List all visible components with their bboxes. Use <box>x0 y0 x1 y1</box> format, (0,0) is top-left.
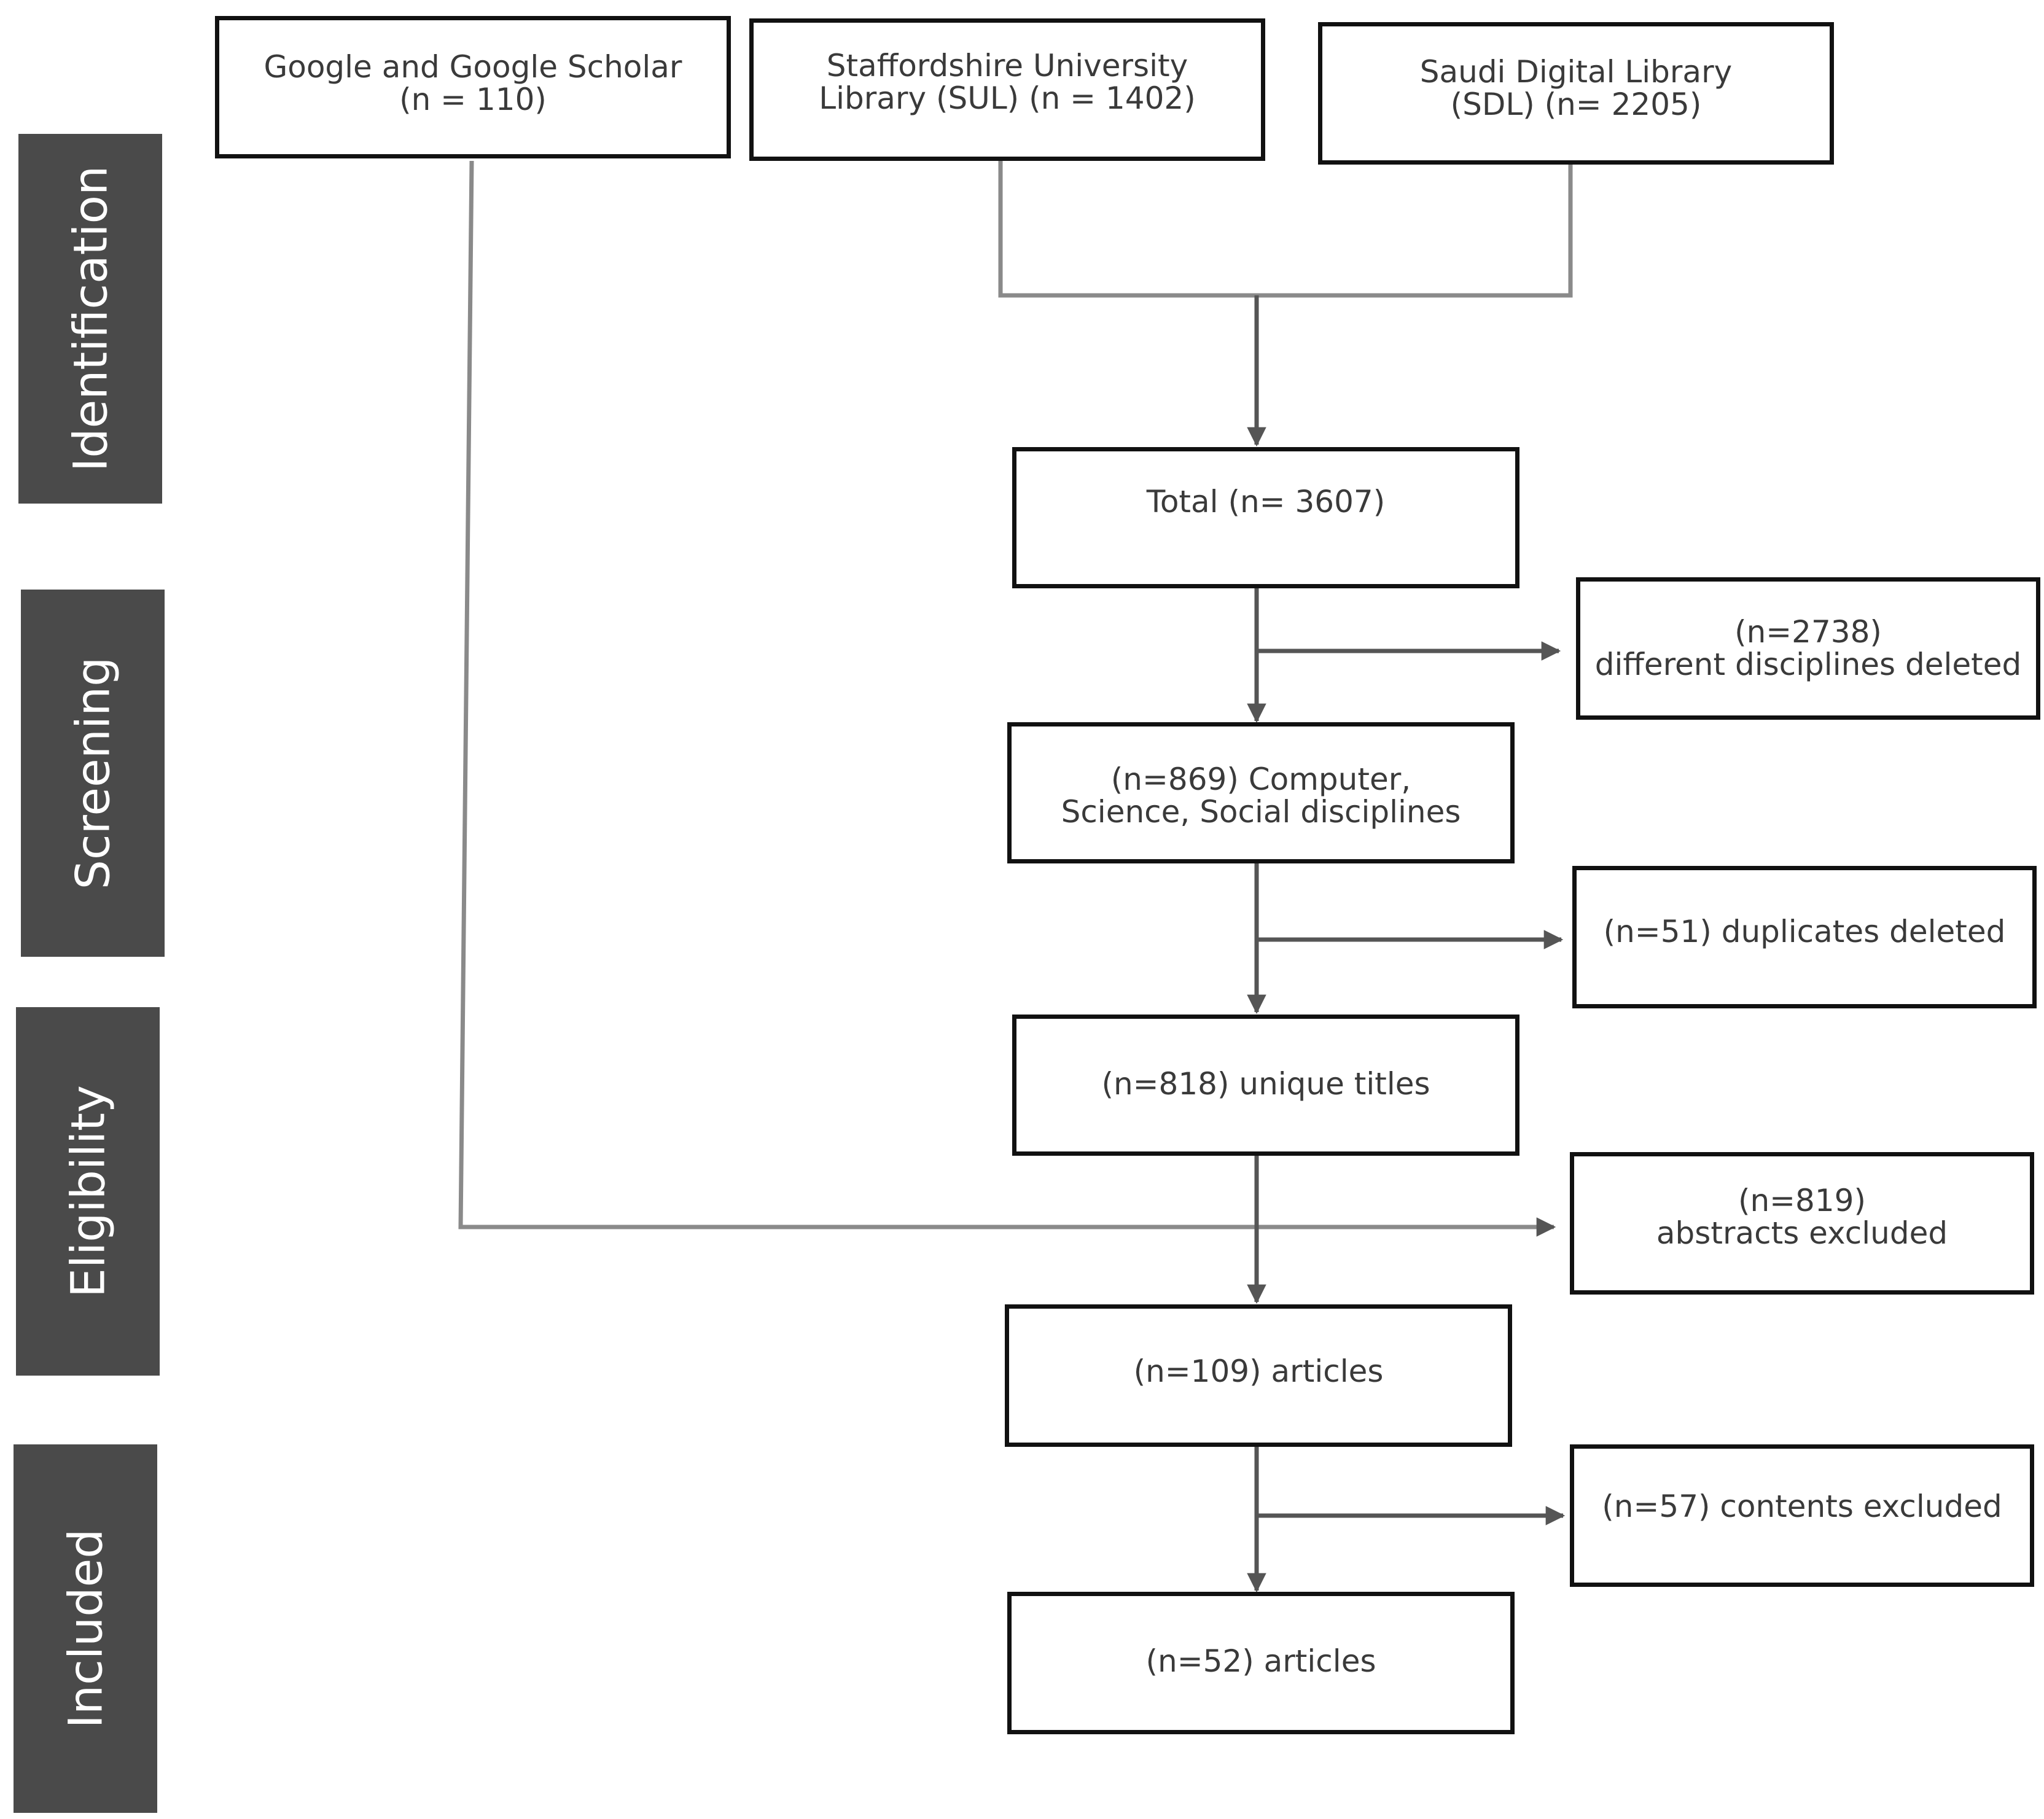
source-google-box: Google and Google Scholar (n = 110) <box>215 16 731 158</box>
source-sdl-text: Saudi Digital Library (SDL) (n= 2205) <box>1419 54 1733 122</box>
different-disciplines-text: (n=2738) different disciplines deleted <box>1594 614 2022 682</box>
total-text: Total (n= 3607) <box>1146 484 1386 520</box>
unique-titles-text: (n=818) unique titles <box>1101 1066 1430 1102</box>
stage-identification: Identification <box>18 134 162 504</box>
source-google-text: Google and Google Scholar (n = 110) <box>263 49 682 117</box>
stage-identification-label: Identification <box>63 165 118 472</box>
stage-screening-label: Screening <box>65 656 120 890</box>
articles-52-box: (n=52) articles <box>1007 1592 1515 1734</box>
articles-109-text: (n=109) articles <box>1133 1354 1384 1389</box>
stage-eligibility: Eligibility <box>16 1007 160 1376</box>
articles-109-box: (n=109) articles <box>1005 1304 1512 1447</box>
different-disciplines-box: (n=2738) different disciplines deleted <box>1576 577 2040 720</box>
google-to-excluded-connector <box>458 160 1556 1237</box>
stage-included: Included <box>14 1444 157 1813</box>
contents-excluded-box: (n=57) contents excluded <box>1570 1444 2034 1587</box>
stage-eligibility-label: Eligibility <box>60 1085 115 1298</box>
abstracts-excluded-text: (n=819) abstracts excluded <box>1656 1183 1948 1251</box>
stage-included-label: Included <box>58 1529 113 1729</box>
disciplines-text: (n=869) Computer, Science, Social discip… <box>1061 761 1461 830</box>
duplicates-text: (n=51) duplicates deleted <box>1603 914 2006 949</box>
contents-excluded-text: (n=57) contents excluded <box>1602 1489 2002 1524</box>
disciplines-box: (n=869) Computer, Science, Social discip… <box>1007 722 1515 863</box>
source-sul-box: Staffordshire University Library (SUL) (… <box>749 18 1265 161</box>
unique-titles-box: (n=818) unique titles <box>1012 1015 1519 1156</box>
source-sdl-box: Saudi Digital Library (SDL) (n= 2205) <box>1318 22 1834 165</box>
stage-screening: Screening <box>21 590 165 957</box>
articles-52-text: (n=52) articles <box>1145 1643 1376 1679</box>
total-box: Total (n= 3607) <box>1012 447 1519 588</box>
source-sul-text: Staffordshire University Library (SUL) (… <box>819 48 1196 116</box>
abstracts-excluded-box: (n=819) abstracts excluded <box>1570 1152 2034 1295</box>
duplicates-box: (n=51) duplicates deleted <box>1572 866 2037 1008</box>
sul-sdl-merge-connector <box>998 157 1573 298</box>
